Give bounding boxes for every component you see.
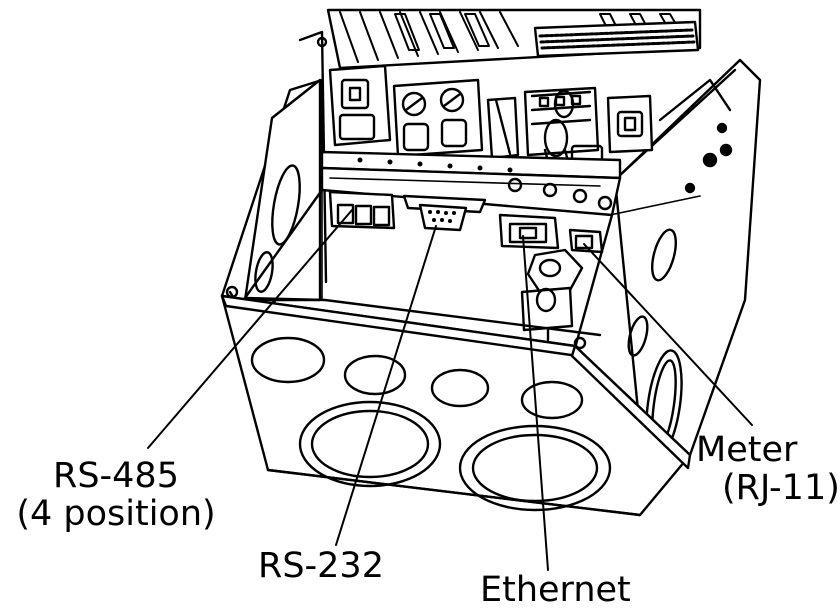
ethernet-leader bbox=[522, 235, 549, 571]
leader-lines bbox=[147, 209, 753, 571]
rs485-port bbox=[328, 190, 396, 230]
meter-leader bbox=[583, 243, 753, 426]
rs485-label: RS-485 (4 position) bbox=[6, 456, 226, 534]
terminal-blocks bbox=[328, 64, 654, 190]
rs485-leader bbox=[147, 209, 353, 449]
meter-label-line2: (RJ-11) bbox=[722, 467, 840, 508]
meter-port bbox=[568, 228, 604, 254]
mounting-rail bbox=[320, 150, 622, 217]
diagram-stage: RS-485 (4 position) RS-232 Ethernet Mete… bbox=[6, 8, 840, 609]
rs232-port bbox=[402, 194, 487, 232]
rs485-label-line1: RS-485 bbox=[53, 456, 179, 496]
ethernet-port bbox=[498, 213, 560, 250]
right-side-wall bbox=[613, 58, 762, 459]
knockout-large-left bbox=[298, 400, 442, 488]
knockout-3 bbox=[430, 368, 490, 408]
meter-label: Meter (RJ-11) bbox=[696, 430, 840, 508]
ethernet-label: Ethernet bbox=[480, 570, 631, 610]
meter-label-line1: Meter bbox=[696, 430, 798, 470]
knockout-4 bbox=[520, 380, 584, 420]
front-face bbox=[220, 285, 692, 517]
enclosure-drawing bbox=[147, 8, 762, 571]
heat-sink bbox=[326, 8, 702, 70]
rs232-leader bbox=[335, 225, 437, 546]
rs232-label-text: RS-232 bbox=[258, 546, 384, 586]
rs485-label-line2: (4 position) bbox=[16, 493, 216, 534]
knockout-2 bbox=[343, 354, 407, 396]
ethernet-label-text: Ethernet bbox=[480, 570, 631, 610]
knockout-large-right bbox=[458, 424, 612, 512]
ribbon-connector bbox=[533, 20, 700, 58]
rs232-label: RS-232 bbox=[258, 546, 384, 586]
knockout-1 bbox=[250, 336, 326, 384]
conduit-fitting bbox=[520, 248, 584, 342]
